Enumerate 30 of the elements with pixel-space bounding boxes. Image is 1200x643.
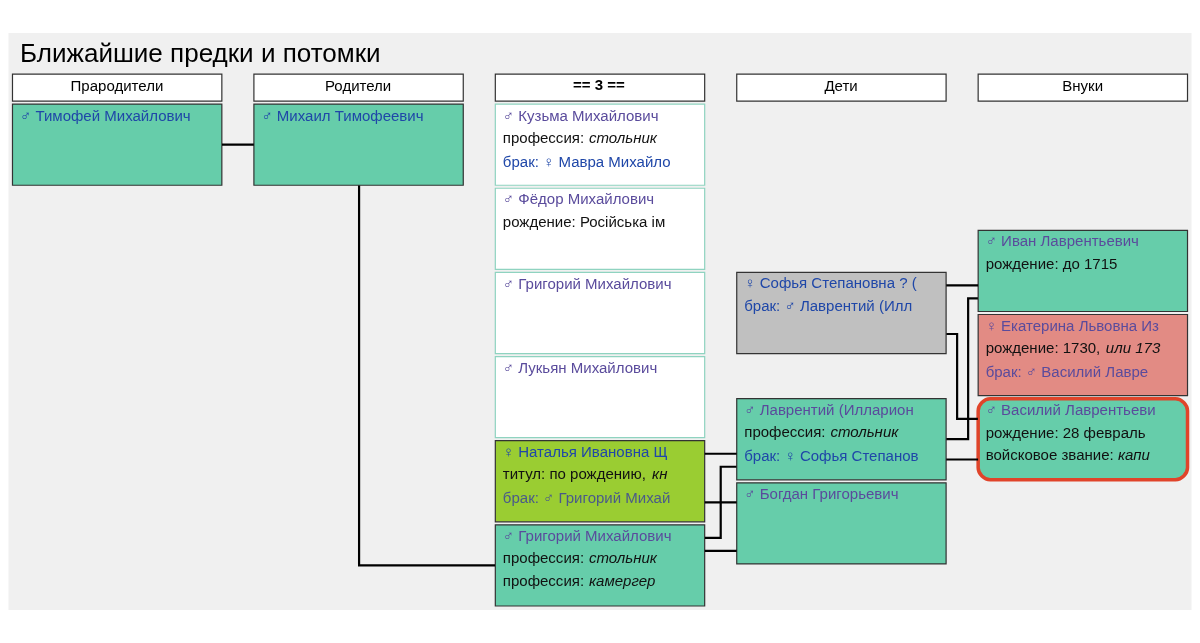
node-box: ♂ Фёдор Михайлович рождение: Російська ім [494, 187, 706, 270]
node-box: ♂ Григорий Михайлович [494, 271, 706, 355]
node-box: Внуки [977, 73, 1189, 102]
node-box: ♂ Богдан Григорьевич [736, 482, 947, 565]
connector [946, 458, 979, 461]
node-box: Родители [253, 73, 464, 102]
node-box: Дети [736, 73, 947, 102]
node-box: ♀ Екатерина Львовна Из рождение: 1730, или 173 брак: ♂ Василий Лавре [977, 313, 1189, 397]
connector [222, 143, 254, 146]
connector [946, 332, 978, 421]
connector [946, 284, 979, 287]
node-box: ♂ Лаврентий (Илларион профессия: стольник брак: ♀ Софья Степанов [736, 398, 947, 481]
connector [704, 549, 737, 552]
connector [704, 452, 737, 455]
node-box: ♂ Тимофей Михайлович [11, 103, 223, 186]
node-box: ♂ Кузьма Михайлович профессия: стольник брак: ♀ Мавра Михайло [494, 103, 706, 186]
node-box: ♂ Иван Лаврентьевич рождение: до 1715 [977, 229, 1189, 313]
node-box: Прародители [11, 73, 223, 102]
node-box: ♀ Наталья Ивановна Щ титул: по рождению, кн брак: ♂ Григорий Михай [494, 440, 706, 523]
node-box: ♂ Григорий Михайлович профессия: стольник профессия: камергер [494, 524, 706, 607]
connector [704, 465, 737, 539]
node-box: ♂ Михаил Тимофеевич [253, 103, 464, 186]
node-box: ♂ Василий Лаврентьеви рождение: 28 февраль войсковое звание: капи [976, 396, 1190, 482]
connector [946, 297, 978, 441]
connector [357, 185, 496, 567]
node-box: ♂ Лукьян Михайлович [494, 355, 706, 439]
node-box: == 3 == [494, 73, 706, 102]
diagram-title: Ближайшие предки и потомки [19, 37, 381, 68]
connector [704, 501, 737, 504]
node-box: ♀ Софья Степановна ? ( брак: ♂ Лаврентий (Илл [736, 271, 947, 355]
